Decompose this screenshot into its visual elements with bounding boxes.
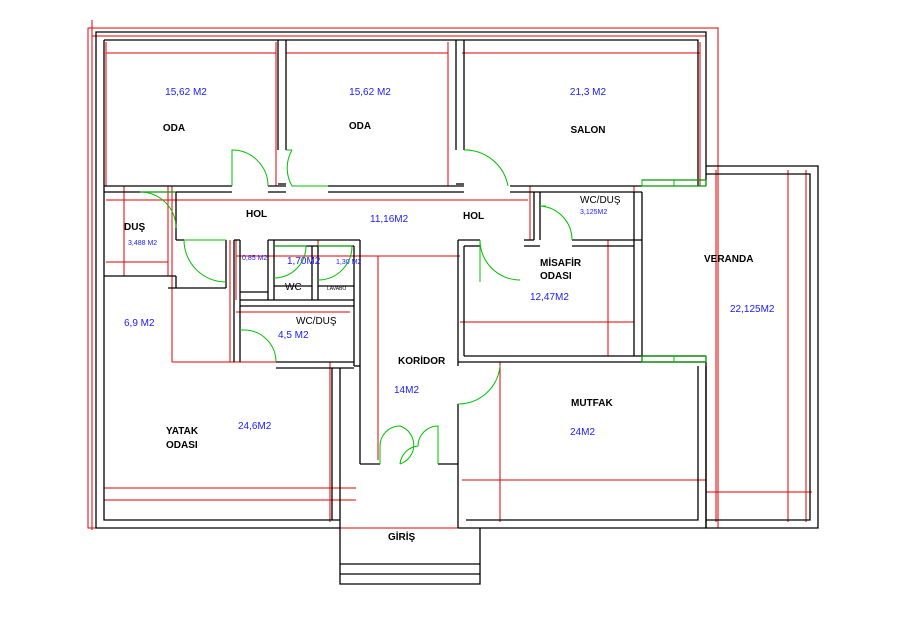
- veranda-area: 22,125M2: [730, 304, 775, 315]
- lavabo-area: 1,30 M2: [336, 259, 361, 266]
- oda1-name: ODA: [163, 123, 185, 134]
- salon-name: SALON: [571, 125, 606, 136]
- yatak-area: 24,6M2: [238, 421, 272, 432]
- yatak-name-2: ODASI: [166, 440, 198, 451]
- door-wc-dus-top: [539, 205, 573, 241]
- misafir-name-1: MİSAFİR: [540, 256, 582, 269]
- oda2-name: ODA: [349, 121, 371, 132]
- lavabo-name: LAVABO: [327, 286, 346, 292]
- hol-area: 11,16M2: [370, 214, 409, 225]
- veranda-name: VERANDA: [704, 254, 753, 265]
- koridor-name: KORİDOR: [398, 354, 446, 367]
- wc-dus-mid-name: WC/DUŞ: [296, 316, 337, 327]
- yatak-name-1: YATAK: [166, 426, 199, 437]
- wc-dus-top-name: WC/DUŞ: [580, 195, 621, 206]
- door-oda2: [286, 149, 328, 187]
- hol-right-name: HOL: [463, 211, 484, 222]
- door-misafir: [479, 239, 521, 281]
- small-space-area: 0,85 M2: [242, 255, 267, 262]
- door-wc-dus-mid: [245, 329, 277, 363]
- salon-area: 21,3 M2: [570, 87, 607, 98]
- door-salon: [463, 149, 509, 187]
- mutfak-area: 24M2: [570, 427, 595, 438]
- door-entry-left: [379, 425, 415, 465]
- dus-name: DUŞ: [124, 222, 145, 233]
- hol-left-name: HOL: [246, 209, 267, 220]
- walls: [95, 31, 819, 585]
- misafir-area: 12,47M2: [530, 292, 569, 303]
- mutfak-name: MUTFAK: [571, 398, 613, 409]
- oda2-area: 15,62 M2: [349, 87, 391, 98]
- dus-area: 3,488 M2: [128, 240, 157, 247]
- oda1-area: 15,62 M2: [165, 87, 207, 98]
- wc-dus-top-area: 3,125M2: [580, 209, 607, 216]
- door-lavabo: [317, 245, 353, 281]
- wc-dus-mid-area: 4,5 M2: [278, 330, 309, 341]
- wc-small-name: WC: [285, 282, 302, 293]
- door-small-space: [183, 239, 227, 283]
- room-labels: 15,62 M2 ODA 15,62 M2 ODA 21,3 M2 SALON …: [124, 87, 775, 543]
- door-entry-right: [399, 425, 439, 465]
- door-dus: [139, 191, 177, 229]
- koridor-area: 14M2: [394, 385, 419, 396]
- giris-name: GİRİŞ: [388, 530, 416, 543]
- door-oda1: [231, 149, 269, 187]
- wc-small-area: 1,70M2: [287, 256, 321, 267]
- doors: [139, 149, 707, 465]
- left-space-area: 6,9 M2: [124, 318, 155, 329]
- door-wc: [273, 245, 307, 279]
- door-mutfak: [457, 365, 501, 405]
- misafir-name-2: ODASI: [540, 271, 572, 282]
